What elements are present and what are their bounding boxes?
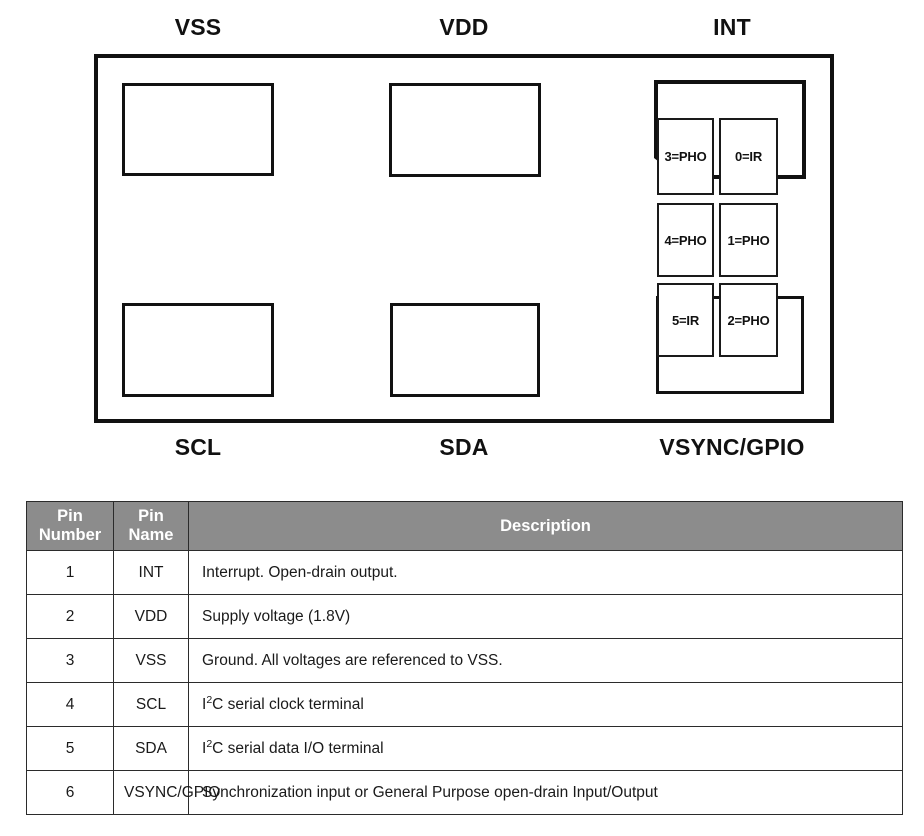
package-pinout-diagram: VSS VDD INT 3=PHO 0=IR 4=PHO 1=PHO 5=IR …	[94, 14, 834, 460]
pin-label-vsync-gpio: VSYNC/GPIO	[659, 434, 805, 460]
sensor-cell-2-label: 2=PHO	[727, 312, 770, 328]
cell-pin-number: 6	[26, 770, 114, 815]
pad-vss	[122, 83, 274, 176]
column-header-pin-name: Pin Name	[113, 501, 189, 551]
cell-description: Interrupt. Open-drain output.	[188, 550, 903, 595]
cell-pin-name: VSYNC/GPIO	[113, 770, 220, 815]
cell-pin-number: 3	[26, 638, 114, 683]
cell-description: I2C serial data I/O terminal	[188, 726, 903, 771]
pad-vdd	[389, 83, 541, 177]
cell-pin-name: SCL	[113, 682, 189, 727]
sensor-cell-0: 0=IR	[719, 118, 778, 195]
cell-pin-number: 5	[26, 726, 114, 771]
pad-sda	[390, 303, 540, 397]
cell-description: Supply voltage (1.8V)	[188, 594, 903, 639]
sensor-cell-4: 4=PHO	[657, 203, 714, 277]
pin-label-vdd: VDD	[439, 14, 489, 40]
pin-label-int: INT	[713, 14, 751, 40]
cell-description: Ground. All voltages are referenced to V…	[188, 638, 903, 683]
sensor-cell-2: 2=PHO	[719, 283, 778, 357]
cell-description: I2C serial clock terminal	[188, 682, 903, 727]
cell-pin-name: INT	[113, 550, 189, 595]
sensor-cell-3: 3=PHO	[657, 118, 714, 195]
table-header: Pin Number Pin Name Description	[26, 501, 903, 551]
pin-label-sda: SDA	[439, 434, 489, 460]
cell-pin-number: 4	[26, 682, 114, 727]
table-header-row: Pin Number Pin Name Description	[26, 501, 903, 551]
pin-label-vss: VSS	[174, 14, 222, 40]
cell-pin-name: VSS	[113, 638, 189, 683]
sensor-cell-0-label: 0=IR	[734, 149, 763, 164]
column-header-pin-number: Pin Number	[26, 501, 114, 551]
sensor-cell-5-label: 5=IR	[671, 312, 700, 328]
cell-pin-name: VDD	[113, 594, 189, 639]
sensor-cell-1: 1=PHO	[719, 203, 778, 277]
cell-description: Synchronization input or General Purpose…	[188, 770, 903, 815]
pad-scl	[122, 303, 274, 397]
sensor-cell-1-label: 1=PHO	[727, 232, 770, 248]
column-header-description: Description	[188, 501, 903, 551]
sensor-cell-4-label: 4=PHO	[664, 232, 707, 248]
cell-pin-name: SDA	[113, 726, 189, 771]
sensor-cell-5: 5=IR	[657, 283, 714, 357]
pin-label-scl: SCL	[174, 434, 222, 460]
cell-pin-number: 2	[26, 594, 114, 639]
sensor-cell-3-label: 3=PHO	[664, 149, 707, 164]
cell-pin-number: 1	[26, 550, 114, 595]
